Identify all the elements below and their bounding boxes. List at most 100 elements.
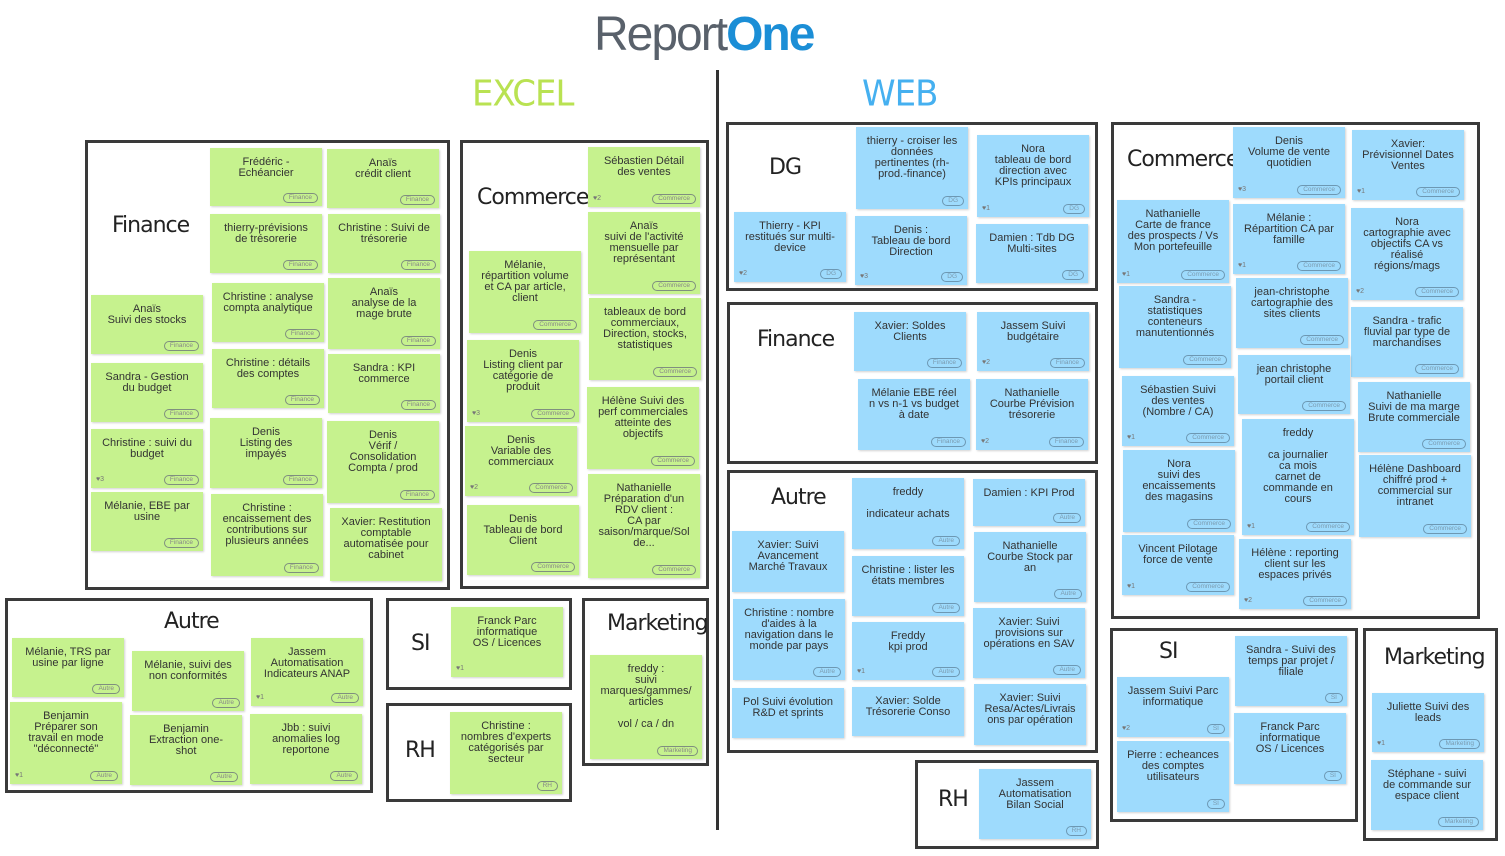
sticky-note[interactable]: Mélanie, répartition volume et CA par ar… bbox=[469, 251, 581, 333]
like-counter[interactable]: ♥3 bbox=[1238, 184, 1246, 195]
category-tag[interactable]: Finance bbox=[930, 437, 966, 447]
category-tag[interactable]: Commerce bbox=[652, 281, 696, 291]
like-counter[interactable]: ♥2 bbox=[981, 436, 989, 447]
category-tag[interactable]: Autre bbox=[212, 698, 240, 708]
like-counter[interactable]: ♥2 bbox=[1356, 286, 1364, 297]
category-tag[interactable]: RH bbox=[536, 781, 558, 791]
category-tag[interactable]: SI bbox=[1206, 799, 1225, 809]
category-tag[interactable]: Autre bbox=[1054, 589, 1082, 599]
category-tag[interactable]: Finance bbox=[282, 475, 318, 485]
sticky-note[interactable]: Pol Suivi évolution R&D et sprints bbox=[732, 688, 844, 738]
category-tag[interactable]: RH bbox=[1065, 826, 1087, 836]
sticky-note[interactable]: Xavier: Suivi provisions sur opérations … bbox=[973, 608, 1085, 678]
sticky-note[interactable]: Xavier: Restitution comptable automatisé… bbox=[330, 508, 442, 581]
like-counter[interactable]: ♥2 bbox=[1122, 723, 1130, 734]
sticky-note[interactable]: Sandra - statistiques conteneurs manuten… bbox=[1119, 286, 1231, 368]
category-tag[interactable]: Finance bbox=[283, 563, 319, 573]
category-tag[interactable]: Autre bbox=[330, 771, 358, 781]
category-tag[interactable]: Autre bbox=[90, 771, 118, 781]
like-counter[interactable]: ♥1 bbox=[1127, 432, 1135, 443]
like-counter[interactable]: ♥3 bbox=[472, 408, 480, 419]
category-tag[interactable]: Commerce bbox=[1415, 364, 1459, 374]
like-counter[interactable]: ♥1 bbox=[456, 663, 464, 674]
category-tag[interactable]: Commerce bbox=[1306, 522, 1350, 532]
sticky-note[interactable]: Christine : nombre d'aides à la navigati… bbox=[733, 599, 845, 680]
sticky-note[interactable]: Sandra - Suivi des temps par projet / fi… bbox=[1235, 636, 1347, 706]
category-tag[interactable]: Autre bbox=[331, 693, 359, 703]
category-tag[interactable]: Finance bbox=[926, 358, 962, 368]
sticky-note[interactable]: Nora tableau de bord direction avec KPIs… bbox=[977, 135, 1089, 217]
category-tag[interactable]: Autre bbox=[932, 603, 960, 613]
sticky-note[interactable]: Nathanielle Préparation d'un RDV client … bbox=[588, 474, 700, 578]
category-tag[interactable]: Commerce bbox=[1181, 270, 1225, 280]
category-tag[interactable]: Commerce bbox=[531, 409, 575, 419]
category-tag[interactable]: Finance bbox=[282, 193, 318, 203]
sticky-note[interactable]: Benjamin Préparer son travail en mode "d… bbox=[10, 702, 122, 784]
category-tag[interactable]: Commerce bbox=[533, 320, 577, 330]
category-tag[interactable]: Commerce bbox=[1300, 335, 1344, 345]
category-tag[interactable]: Marketing bbox=[657, 746, 698, 756]
category-tag[interactable]: Commerce bbox=[1183, 355, 1227, 365]
category-tag[interactable]: Autre bbox=[1053, 513, 1081, 523]
category-tag[interactable]: Commerce bbox=[651, 456, 695, 466]
category-tag[interactable]: Finance bbox=[163, 538, 199, 548]
sticky-note[interactable]: Stéphane - suivi de commande sur espace … bbox=[1371, 760, 1483, 830]
like-counter[interactable]: ♥2 bbox=[739, 268, 747, 279]
category-tag[interactable]: Autre bbox=[932, 536, 960, 546]
category-tag[interactable]: Commerce bbox=[1297, 185, 1341, 195]
category-tag[interactable]: Marketing bbox=[1438, 817, 1479, 827]
category-tag[interactable]: DG bbox=[1063, 204, 1085, 214]
category-tag[interactable]: DG bbox=[941, 272, 963, 282]
category-tag[interactable]: DG bbox=[942, 196, 964, 206]
like-counter[interactable]: ♥3 bbox=[96, 474, 104, 485]
sticky-note[interactable]: Hélène : reporting client sur les espace… bbox=[1239, 539, 1351, 609]
category-tag[interactable]: Finance bbox=[163, 475, 199, 485]
category-tag[interactable]: Autre bbox=[813, 667, 841, 677]
category-tag[interactable]: Finance bbox=[163, 409, 199, 419]
category-tag[interactable]: Commerce bbox=[531, 562, 575, 572]
category-tag[interactable]: DG bbox=[1062, 270, 1084, 280]
category-tag[interactable]: Finance bbox=[400, 260, 436, 270]
sticky-note[interactable]: Sébastien Suivi des ventes (Nombre / CA)… bbox=[1122, 376, 1234, 446]
category-tag[interactable]: SI bbox=[1324, 693, 1343, 703]
sticky-note[interactable]: freddy ca journalier ca mois carnet de c… bbox=[1242, 419, 1354, 535]
category-tag[interactable]: Finance bbox=[400, 400, 436, 410]
like-counter[interactable]: ♥2 bbox=[1244, 595, 1252, 606]
sticky-note[interactable]: Xavier: Suivi Resa/Actes/Livrais ons par… bbox=[974, 684, 1086, 745]
category-tag[interactable]: Finance bbox=[399, 490, 435, 500]
category-tag[interactable]: Commerce bbox=[652, 194, 696, 204]
category-tag[interactable]: SI bbox=[1323, 771, 1342, 781]
like-counter[interactable]: ♥1 bbox=[1247, 521, 1255, 532]
like-counter[interactable]: ♥2 bbox=[982, 357, 990, 368]
category-tag[interactable]: Finance bbox=[282, 260, 318, 270]
like-counter[interactable]: ♥2 bbox=[593, 193, 601, 204]
category-tag[interactable]: Commerce bbox=[652, 565, 696, 575]
sticky-note[interactable]: Pierre : echeances des comptes utilisate… bbox=[1117, 741, 1229, 812]
category-tag[interactable]: Autre bbox=[92, 684, 120, 694]
category-tag[interactable]: Commerce bbox=[1186, 582, 1230, 592]
category-tag[interactable]: Autre bbox=[1053, 665, 1081, 675]
